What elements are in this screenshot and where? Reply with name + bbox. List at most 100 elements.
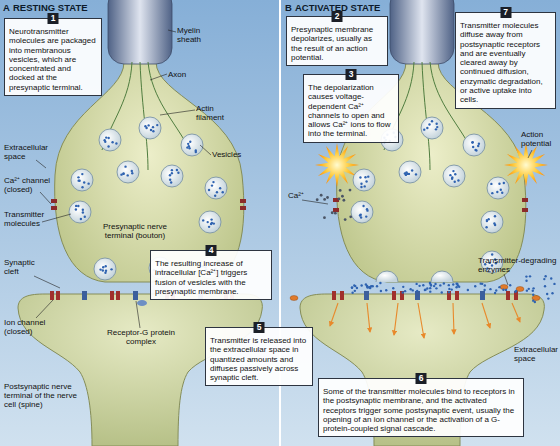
transmitter-molecule bbox=[122, 172, 124, 174]
transmitter-molecule bbox=[124, 165, 126, 167]
calcium-ion bbox=[331, 211, 334, 214]
transmitter-molecule bbox=[452, 283, 454, 285]
transmitter-molecule bbox=[187, 143, 189, 145]
transmitter-molecule bbox=[211, 184, 213, 186]
ion-channel bbox=[56, 291, 60, 300]
transmitter-molecule bbox=[84, 216, 86, 218]
transmitter-molecule bbox=[81, 186, 83, 188]
transmitter-molecule bbox=[450, 288, 452, 290]
transmitter-molecule bbox=[415, 283, 417, 285]
transmitter-molecule bbox=[171, 169, 173, 171]
calcium-ion bbox=[341, 195, 344, 198]
transmitter-molecule bbox=[150, 129, 152, 131]
calcium-channel bbox=[522, 198, 528, 202]
part-label: Transmitter-degrading enzymes bbox=[478, 256, 560, 274]
transmitter-molecule bbox=[171, 172, 173, 174]
transmitter-molecule bbox=[354, 290, 356, 292]
vesicle-membrane bbox=[353, 169, 375, 191]
transmitter-molecule bbox=[544, 275, 546, 277]
part-label: Axon bbox=[168, 70, 186, 79]
transmitter-molecule bbox=[487, 218, 489, 220]
vesicle-membrane bbox=[199, 211, 221, 233]
transmitter-molecule bbox=[385, 289, 387, 291]
transmitter-molecule bbox=[102, 269, 104, 271]
transmitter-molecule bbox=[481, 283, 483, 285]
transmitter-molecule bbox=[404, 290, 406, 292]
transmitter-molecule bbox=[532, 290, 534, 292]
transmitter-molecule bbox=[467, 289, 469, 291]
transmitter-molecule bbox=[498, 286, 500, 288]
transmitter-molecule bbox=[435, 287, 437, 289]
actin-filament bbox=[102, 62, 190, 170]
transmitter-molecule bbox=[478, 143, 480, 145]
transmitter-molecule bbox=[500, 188, 502, 190]
transmitter-molecule bbox=[75, 208, 77, 210]
transmitter-molecule bbox=[430, 284, 432, 286]
leader-line bbox=[302, 200, 328, 204]
transmitter-molecule bbox=[426, 127, 428, 129]
transmitter-molecule bbox=[376, 285, 378, 287]
calcium-channel bbox=[240, 199, 246, 203]
calcium-ion bbox=[349, 189, 352, 192]
signal-arrows bbox=[330, 303, 520, 338]
transmitter-molecule bbox=[433, 285, 435, 287]
transmitter-molecule bbox=[435, 123, 437, 125]
transmitter-molecule bbox=[494, 292, 496, 294]
transmitter-molecule bbox=[351, 286, 353, 288]
part-label: Receptor-G protein complex bbox=[106, 328, 176, 346]
transmitter-molecule bbox=[495, 289, 497, 291]
transmitter-molecule bbox=[144, 125, 146, 127]
transmitter-molecule bbox=[449, 174, 451, 176]
transmitter-molecule bbox=[131, 170, 133, 172]
transmitter-molecule bbox=[418, 285, 420, 287]
transmitter-molecule bbox=[365, 283, 367, 285]
transmitter-molecule bbox=[472, 146, 474, 148]
transmitter-molecule bbox=[170, 181, 172, 183]
transmitter-molecule bbox=[87, 182, 89, 184]
transmitter-molecule bbox=[365, 215, 367, 217]
fusing-vesicle bbox=[431, 271, 453, 282]
signal-arrow bbox=[330, 303, 338, 326]
receptor bbox=[480, 291, 485, 300]
vesicle bbox=[199, 211, 221, 233]
transmitter-molecule bbox=[406, 173, 408, 175]
part-label: Extracellular space bbox=[4, 143, 60, 161]
receptor bbox=[82, 291, 87, 300]
transmitter-molecule bbox=[82, 209, 84, 211]
vesicle bbox=[421, 117, 443, 139]
transmitter-molecule bbox=[77, 205, 79, 207]
transmitter-molecule bbox=[363, 185, 365, 187]
transmitter-molecule bbox=[195, 149, 197, 151]
receptor-row bbox=[332, 291, 518, 300]
transmitter-molecule bbox=[484, 284, 486, 286]
vesicle bbox=[69, 201, 91, 223]
transmitter-molecule bbox=[104, 272, 106, 274]
callout-number: 2 bbox=[332, 11, 343, 22]
transmitter-molecule bbox=[514, 291, 516, 293]
action-potential-burst bbox=[315, 143, 548, 187]
transmitter-molecule bbox=[176, 169, 178, 171]
action-potential-burst bbox=[504, 143, 548, 187]
part-label: Transmitter molecules bbox=[4, 210, 54, 228]
receptor bbox=[364, 291, 369, 300]
vesicle bbox=[181, 134, 203, 156]
transmitter-molecule bbox=[356, 287, 358, 289]
vesicle-membrane bbox=[69, 201, 91, 223]
transmitter-molecule bbox=[543, 278, 545, 280]
transmitter-molecule bbox=[126, 174, 128, 176]
transmitter-molecule bbox=[210, 223, 212, 225]
callout-text: The depolarization causes voltage-depend… bbox=[308, 83, 395, 139]
transmitter-molecule bbox=[485, 226, 487, 228]
transmitter-molecule bbox=[354, 285, 356, 287]
transmitter-molecule bbox=[509, 284, 511, 286]
vesicle-membrane bbox=[71, 169, 93, 191]
transmitter-molecule bbox=[188, 145, 190, 147]
vesicle bbox=[399, 161, 421, 183]
transmitter-molecule bbox=[491, 192, 493, 194]
callout-text: Some of the transmitter molecules bind t… bbox=[323, 387, 520, 433]
transmitter-molecule bbox=[177, 172, 179, 174]
transmitter-molecule bbox=[213, 222, 215, 224]
panel-letter: A bbox=[3, 2, 10, 13]
transmitter-molecule bbox=[477, 145, 479, 147]
